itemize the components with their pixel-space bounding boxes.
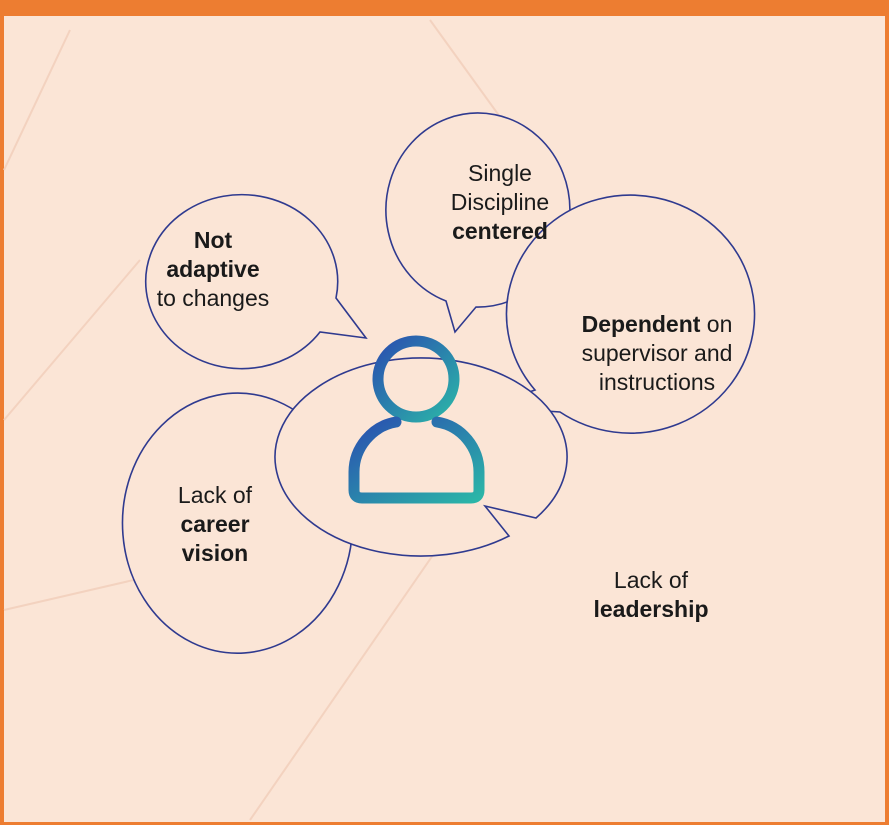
bubble-label-career-vision: Lack of career vision	[177, 482, 253, 566]
bubble-label-leadership: Lack of leadership	[593, 567, 709, 622]
speech-bubble-dependent	[485, 194, 756, 434]
bubble-label-not-adaptive: Not adaptive to changes	[156, 227, 270, 311]
speech-bubble-leadership	[274, 357, 568, 557]
person-icon	[348, 335, 485, 504]
bubble-label-dependent: Dependent on supervisor and instructions	[581, 311, 733, 395]
bubble-label-single-discipline: Single Discipline centered	[450, 160, 550, 244]
speech-bubble-not-adaptive	[144, 193, 368, 370]
